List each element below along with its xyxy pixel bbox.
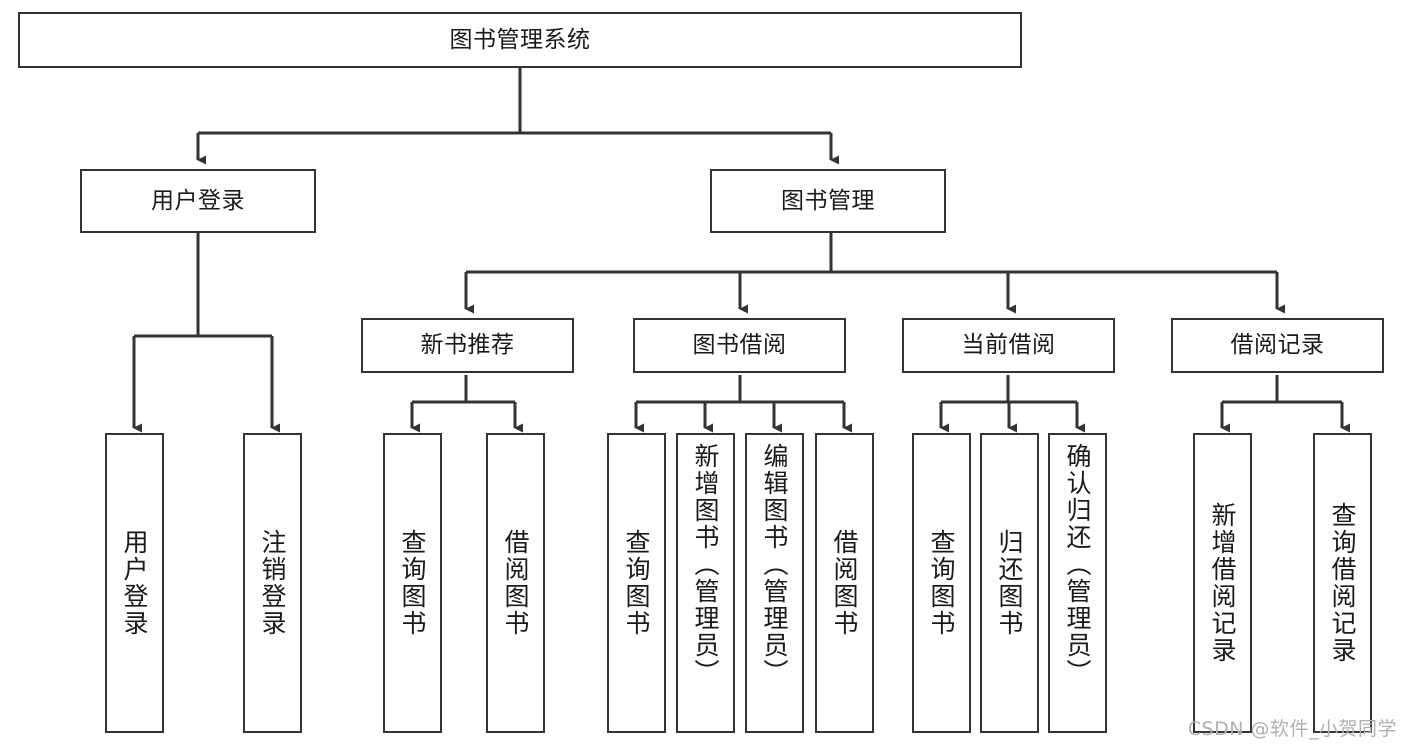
node-leaf-current-confirm-return-label: 确认归还（管理员）	[1063, 443, 1092, 686]
node-leaf-current-return-book-label: 归还图书	[995, 529, 1024, 637]
node-user-login[interactable]: 用户登录	[80, 169, 316, 233]
node-leaf-newbook-query-book-label: 查询图书	[398, 529, 427, 637]
node-leaf-current-return-book[interactable]: 归还图书	[980, 433, 1039, 733]
node-leaf-newbook-query-book[interactable]: 查询图书	[383, 433, 442, 733]
node-leaf-newbook-borrow-book[interactable]: 借阅图书	[486, 433, 545, 733]
node-leaf-bookborrow-query-book[interactable]: 查询图书	[607, 433, 666, 733]
node-leaf-record-query-label: 查询借阅记录	[1328, 502, 1357, 664]
node-leaf-user-login[interactable]: 用户登录	[105, 433, 164, 733]
node-borrow-record[interactable]: 借阅记录	[1171, 318, 1384, 373]
node-borrow-record-label: 借阅记录	[1230, 332, 1325, 359]
node-root-label: 图书管理系统	[449, 26, 591, 53]
node-book-manage-label: 图书管理	[781, 187, 875, 214]
node-leaf-bookborrow-add-book-label: 新增图书（管理员）	[691, 443, 720, 686]
node-leaf-record-query[interactable]: 查询借阅记录	[1313, 433, 1372, 733]
node-leaf-bookborrow-borrow-book-label: 借阅图书	[830, 529, 859, 637]
node-leaf-bookborrow-query-book-label: 查询图书	[622, 529, 651, 637]
node-leaf-record-add[interactable]: 新增借阅记录	[1193, 433, 1252, 733]
node-user-login-label: 用户登录	[151, 187, 245, 214]
node-leaf-user-login-label: 用户登录	[120, 529, 149, 637]
node-leaf-newbook-borrow-book-label: 借阅图书	[501, 529, 530, 637]
node-book-manage[interactable]: 图书管理	[710, 169, 946, 233]
node-new-book-recommend[interactable]: 新书推荐	[361, 318, 574, 373]
node-leaf-bookborrow-edit-book[interactable]: 编辑图书（管理员）	[745, 433, 804, 733]
node-leaf-bookborrow-borrow-book[interactable]: 借阅图书	[815, 433, 874, 733]
node-leaf-current-confirm-return[interactable]: 确认归还（管理员）	[1048, 433, 1107, 733]
node-leaf-logout[interactable]: 注销登录	[243, 433, 302, 733]
node-book-borrow[interactable]: 图书借阅	[633, 318, 846, 373]
node-current-borrow-label: 当前借阅	[961, 332, 1056, 359]
node-leaf-current-query-book-label: 查询图书	[927, 529, 956, 637]
node-new-book-recommend-label: 新书推荐	[420, 332, 515, 359]
node-leaf-bookborrow-add-book[interactable]: 新增图书（管理员）	[676, 433, 735, 733]
node-book-borrow-label: 图书借阅	[692, 332, 787, 359]
node-leaf-current-query-book[interactable]: 查询图书	[912, 433, 971, 733]
node-leaf-logout-label: 注销登录	[258, 529, 287, 637]
node-current-borrow[interactable]: 当前借阅	[902, 318, 1115, 373]
node-root[interactable]: 图书管理系统	[18, 12, 1022, 68]
node-leaf-record-add-label: 新增借阅记录	[1208, 502, 1237, 664]
watermark: CSDN @软件_小贺同学	[1187, 718, 1397, 740]
node-leaf-bookborrow-edit-book-label: 编辑图书（管理员）	[760, 443, 789, 686]
